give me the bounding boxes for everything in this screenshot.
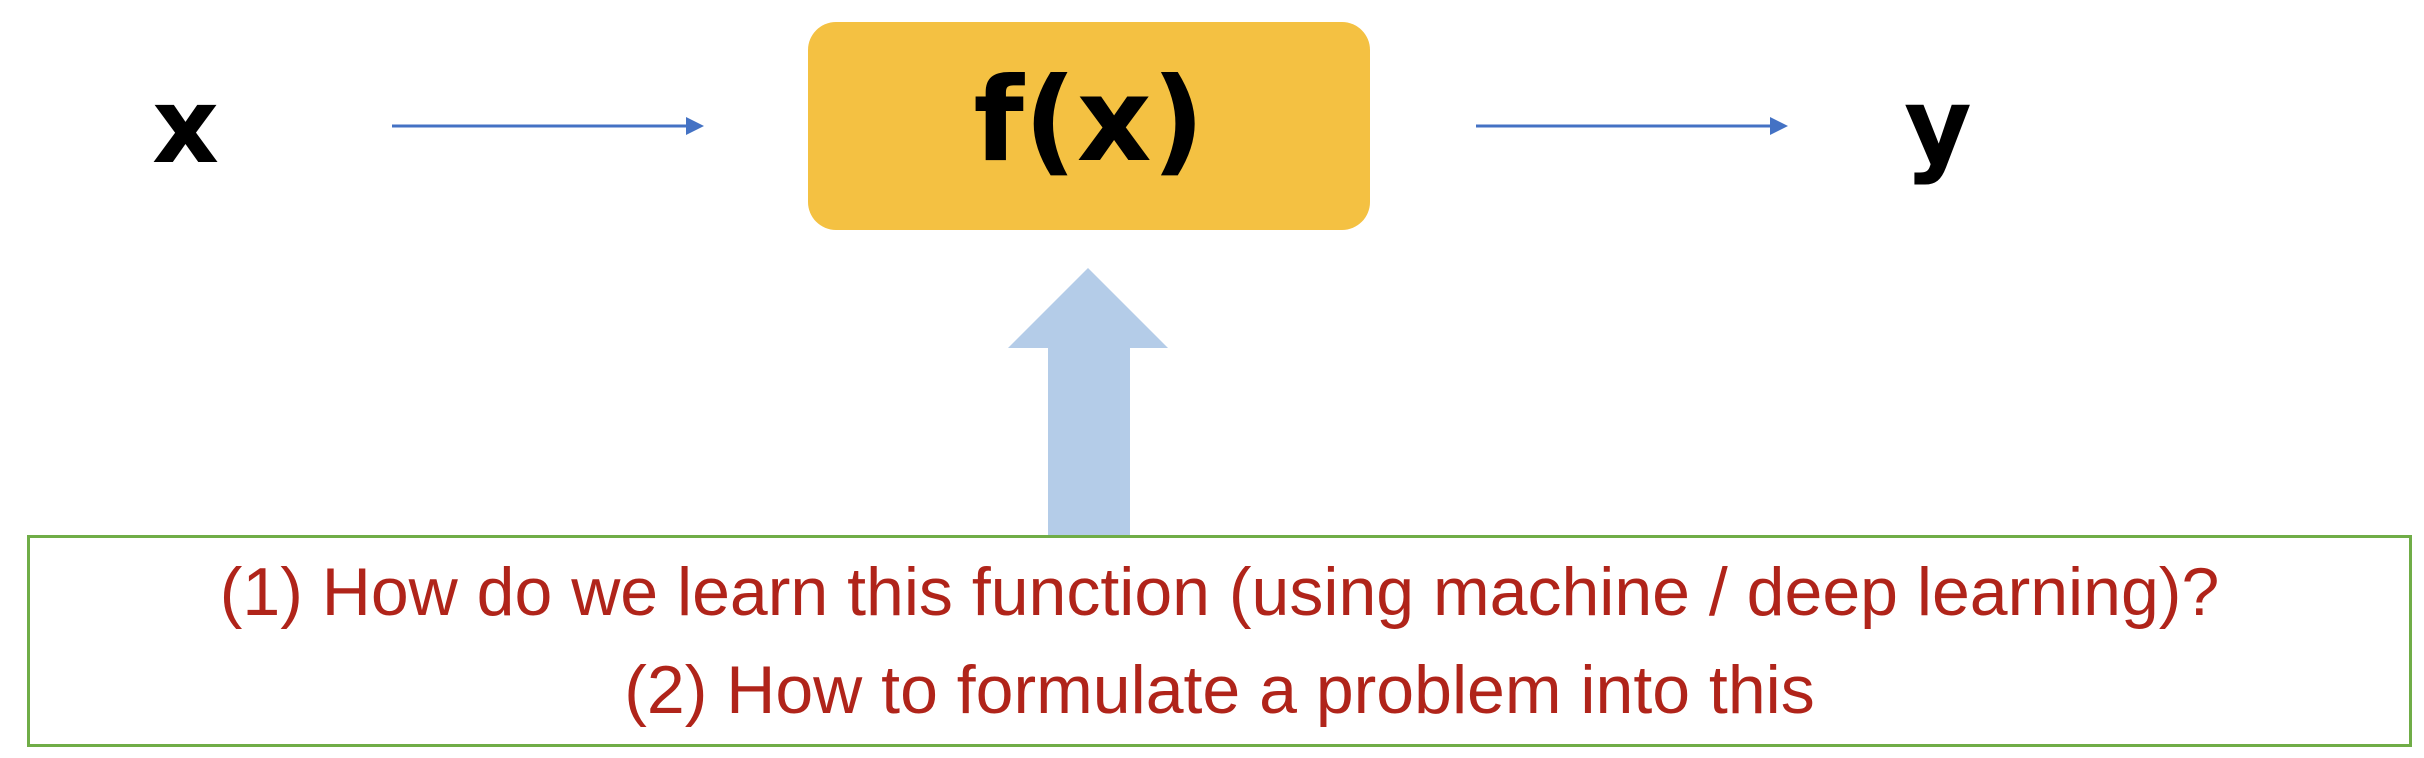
question-box: (1) How do we learn this function (using… [27, 535, 2412, 747]
right-arrow-icon [1476, 117, 1788, 135]
question-line-1: (1) How do we learn this function (using… [219, 554, 2220, 630]
right-arrow-icon [392, 117, 704, 135]
question-line-2: (2) How to formulate a problem into this [624, 652, 1815, 728]
function-box: f(x) [808, 22, 1370, 230]
function-label: f(x) [973, 53, 1205, 188]
output-variable-y: y [1904, 65, 1972, 187]
input-variable-x: x [152, 65, 220, 187]
up-arrow-icon [1008, 268, 1168, 540]
